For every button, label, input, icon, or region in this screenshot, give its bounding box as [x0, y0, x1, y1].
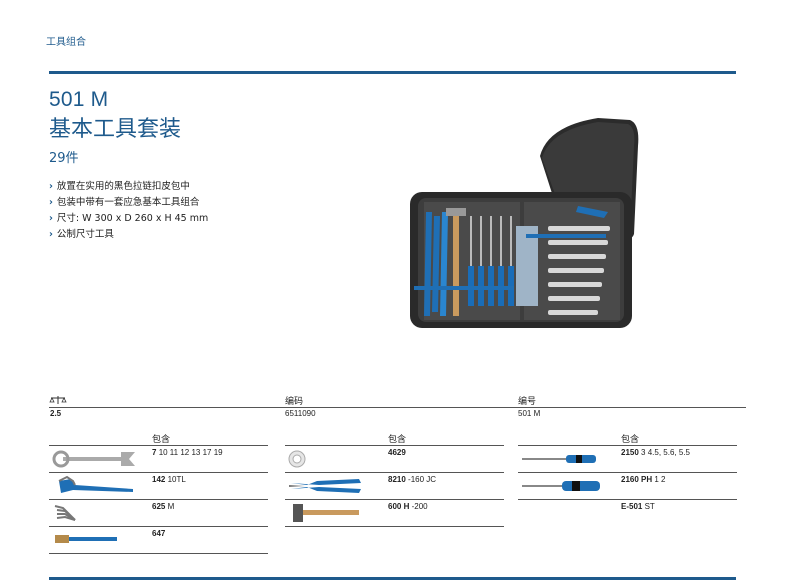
- feature-item: ›尺寸: W 300 x D 260 x H 45 mm: [49, 213, 209, 224]
- chevron-right-icon: ›: [49, 213, 53, 224]
- tape-roll-icon: [288, 450, 306, 468]
- water-pump-pliers-icon: [58, 475, 133, 493]
- item-detail: 3 4.5, 5.6, 5.5: [641, 448, 690, 457]
- phillips-screwdriver-icon: [522, 481, 600, 491]
- contents-column-2: 包含 4629 8210 -160 JC 600 H -200: [285, 432, 504, 527]
- item-code: 625: [152, 502, 166, 511]
- item-code: 2150: [621, 448, 639, 457]
- list-item: 600 H -200: [285, 500, 504, 527]
- item-code: 8210: [388, 475, 406, 484]
- item-detail: 1 2: [654, 475, 666, 484]
- item-code: 647: [152, 529, 166, 538]
- wire-brush-icon: [55, 535, 117, 543]
- chevron-right-icon: ›: [49, 229, 53, 240]
- code-value: 6511090: [285, 409, 316, 418]
- list-item: 4629: [285, 446, 504, 473]
- list-item: E-501 ST: [518, 500, 737, 527]
- header-divider: [49, 445, 268, 446]
- item-detail: -200: [411, 502, 428, 511]
- list-item: 7 10 11 12 13 17 19: [49, 446, 268, 473]
- product-title: 基本工具套装: [49, 117, 182, 142]
- combination-wrench-icon: [52, 450, 135, 468]
- hex-key-set-icon: [54, 505, 76, 521]
- tool-case-image: [410, 118, 639, 328]
- spec-divider: [49, 407, 746, 408]
- feature-item: ›放置在实用的黑色拉链扣皮包中: [49, 181, 190, 192]
- model-number: 501 M: [49, 88, 109, 111]
- number-label: 编号: [518, 397, 537, 407]
- item-code: 4629: [388, 448, 406, 457]
- item-code: 142: [152, 475, 166, 484]
- contents-column-3: 包含 2150 3 4.5, 5.6, 5.5 2160 PH 1 2 E-50…: [518, 432, 737, 527]
- list-item: 647: [49, 527, 268, 554]
- item-code: 600 H: [388, 502, 410, 511]
- category-label: 工具组合: [46, 37, 86, 48]
- slotted-screwdriver-icon: [522, 455, 596, 463]
- contents-header: 包含: [621, 435, 640, 445]
- item-code: 2160 PH: [621, 475, 653, 484]
- item-detail: ST: [644, 502, 655, 511]
- list-item: 625 M: [49, 500, 268, 527]
- header-divider: [285, 445, 504, 446]
- item-code: 7: [152, 448, 157, 457]
- item-detail: -160 JC: [408, 475, 437, 484]
- chevron-right-icon: ›: [49, 181, 53, 192]
- list-item: 142 10TL: [49, 473, 268, 500]
- hammer-icon: [293, 504, 359, 522]
- piece-count: 29件: [49, 151, 79, 166]
- bottom-divider: [49, 577, 736, 580]
- contents-column-1: 包含 7 10 11 12 13 17 19 142 10TL 625 M: [49, 432, 268, 554]
- list-item: 2150 3 4.5, 5.6, 5.5: [518, 446, 737, 473]
- item-detail: 10TL: [167, 475, 186, 484]
- header-divider: [518, 445, 737, 446]
- code-label: 编码: [285, 397, 304, 407]
- contents-header: 包含: [152, 435, 171, 445]
- scale-icon: [49, 396, 67, 404]
- item-detail: M: [167, 502, 175, 511]
- item-detail: 10 11 12 13 17 19: [158, 448, 223, 457]
- top-divider: [49, 71, 736, 74]
- contents-header: 包含: [388, 435, 407, 445]
- list-item: 2160 PH 1 2: [518, 473, 737, 500]
- weight-value: 2.5: [50, 409, 62, 418]
- feature-item: ›公制尺寸工具: [49, 229, 114, 240]
- list-item: 8210 -160 JC: [285, 473, 504, 500]
- combination-pliers-icon: [289, 479, 361, 493]
- chevron-right-icon: ›: [49, 197, 53, 208]
- feature-item: ›包装中带有一套应急基本工具组合: [49, 197, 200, 208]
- feature-list: ›放置在实用的黑色拉链扣皮包中 ›包装中带有一套应急基本工具组合 ›尺寸: W …: [49, 179, 208, 243]
- number-value: 501 M: [518, 409, 541, 418]
- item-code: E-501: [621, 502, 643, 511]
